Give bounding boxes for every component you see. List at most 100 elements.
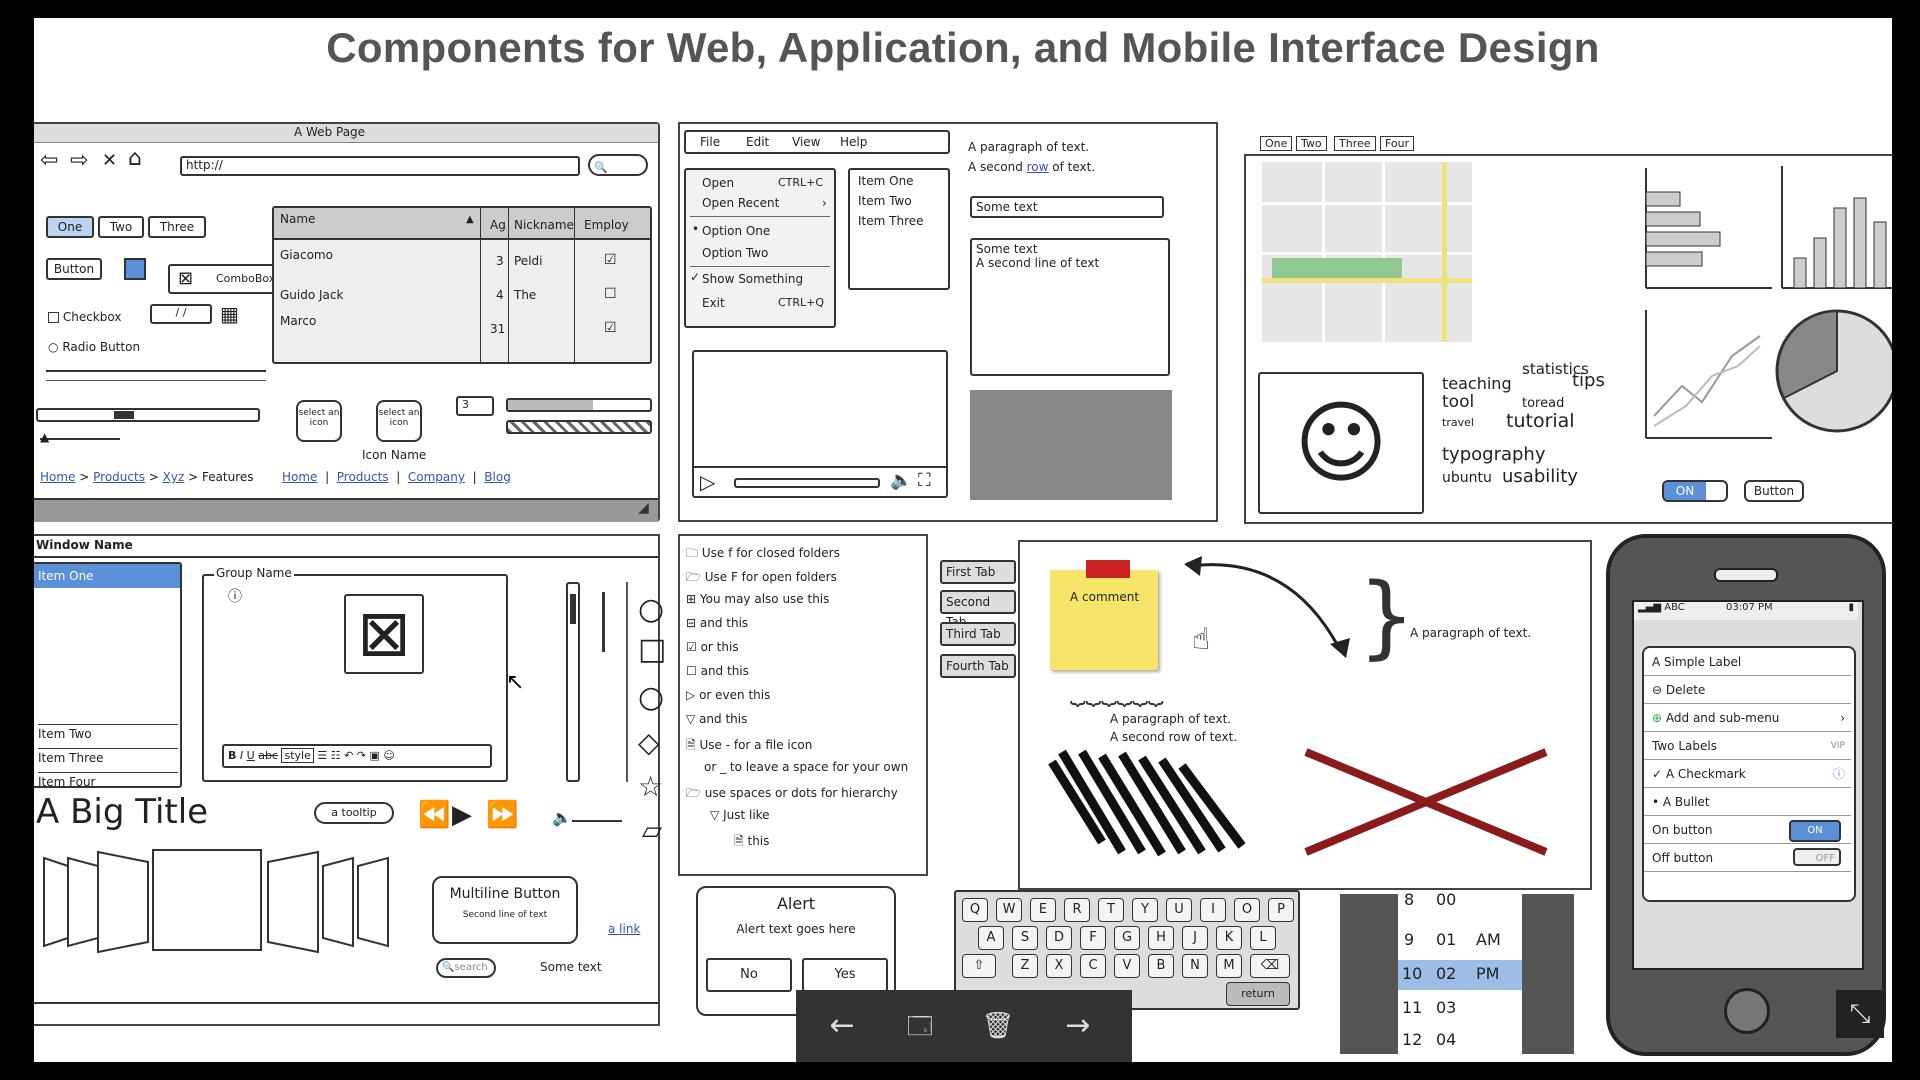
ios-row[interactable]: ⊕ Add and sub-menu›	[1644, 704, 1851, 732]
vertical-tab[interactable]: Second Tab	[940, 590, 1016, 629]
charts-tab[interactable]: Four	[1380, 136, 1415, 151]
shift-icon[interactable]: ⇧	[962, 954, 996, 978]
breadcrumb-products[interactable]: Products	[93, 470, 145, 484]
slider-thumb-icon[interactable]: ▲	[40, 430, 50, 444]
browser-search-input[interactable]: 🔍	[588, 154, 648, 176]
menu-item-show-something[interactable]: Show Something	[702, 272, 804, 286]
tree-item[interactable]: 🗎 this	[734, 834, 770, 848]
underline-button[interactable]: U	[246, 749, 255, 762]
picker-minute[interactable]: 00	[1436, 890, 1457, 909]
picker-hour[interactable]: 11	[1402, 998, 1423, 1017]
return-key[interactable]: return	[1226, 982, 1290, 1006]
text-input[interactable]: Some text	[970, 196, 1164, 218]
picker-minute[interactable]: 04	[1436, 1030, 1457, 1049]
tree-item[interactable]: 🗁 use spaces or dots for hierarchy	[686, 786, 898, 800]
table-row[interactable]: Marco	[280, 314, 317, 328]
select-icon-button[interactable]: select an icon	[296, 400, 342, 442]
menu-help[interactable]: Help	[840, 135, 868, 149]
col-employee[interactable]: Employ	[584, 218, 629, 232]
play-icon[interactable]: ▶	[452, 800, 472, 830]
key[interactable]: U	[1166, 898, 1192, 922]
tab-two[interactable]: Two	[98, 216, 144, 238]
tree-item[interactable]: 🗀 Use f for closed folders	[686, 546, 840, 560]
on-switch[interactable]: ON	[1789, 820, 1841, 842]
checkbox-row[interactable]: Checkbox	[48, 310, 121, 324]
tag[interactable]: teaching	[1442, 374, 1512, 393]
exit-fullscreen-icon[interactable]: ⤡	[1836, 990, 1884, 1038]
stop-icon[interactable]: ✕	[102, 150, 118, 171]
menu-item-option-two[interactable]: Option Two	[702, 246, 769, 260]
key[interactable]: H	[1148, 926, 1174, 950]
vertical-tab[interactable]: Third Tab	[940, 622, 1016, 646]
key[interactable]: W	[996, 898, 1022, 922]
key[interactable]: B	[1148, 954, 1174, 978]
horizontal-scrollbar[interactable]	[36, 408, 260, 422]
ios-row[interactable]: A Simple Label	[1644, 648, 1851, 676]
tree-item[interactable]: ⊟ and this	[686, 616, 749, 630]
select-icon-button[interactable]: select an icon	[376, 400, 422, 442]
fullscreen-icon[interactable]: ⛶	[918, 470, 931, 491]
tag[interactable]: ubuntu	[1442, 470, 1492, 486]
tag[interactable]: tool	[1442, 392, 1475, 412]
picker-minute[interactable]: 01	[1436, 930, 1457, 949]
tag[interactable]: statistics	[1522, 360, 1589, 378]
resize-grip-icon[interactable]: ◢	[638, 500, 649, 516]
tree-item[interactable]: 🗁 Use F for open folders	[686, 570, 837, 584]
key[interactable]: I	[1200, 898, 1226, 922]
list-item[interactable]: Item Three	[38, 748, 178, 765]
picker-minute[interactable]: 03	[1436, 998, 1457, 1017]
picker-hour[interactable]: 12	[1402, 1030, 1423, 1049]
vertical-scrollbar[interactable]	[566, 582, 580, 782]
key[interactable]: E	[1030, 898, 1056, 922]
key[interactable]: L	[1250, 926, 1276, 950]
link-blog[interactable]: Blog	[484, 470, 511, 484]
italic-button[interactable]: I	[239, 749, 244, 762]
key[interactable]: P	[1268, 898, 1294, 922]
volume-icon[interactable]: 🔈	[890, 470, 913, 491]
vertical-tab[interactable]: First Tab	[940, 560, 1016, 584]
menu-item-option-one[interactable]: Option One	[702, 224, 771, 238]
charts-tab[interactable]: Three	[1334, 136, 1376, 151]
tree-item[interactable]: ☑ or this	[686, 640, 739, 654]
radio-row[interactable]: ○ Radio Button	[48, 340, 140, 354]
strike-button[interactable]: abc	[258, 749, 278, 762]
home-button[interactable]	[1724, 988, 1770, 1034]
tab-three[interactable]: Three	[148, 216, 206, 238]
list-item[interactable]: Item Four	[38, 772, 178, 789]
list-item[interactable]: Item Three	[858, 214, 924, 228]
picker-minute[interactable]: 02	[1436, 964, 1457, 983]
key[interactable]: T	[1098, 898, 1124, 922]
menu-item-open-recent[interactable]: Open Recent	[702, 196, 780, 210]
checked-checkbox-icon[interactable]: ☑	[604, 320, 617, 336]
tag[interactable]: tips	[1572, 370, 1605, 391]
menu-item-exit[interactable]: Exit	[702, 296, 725, 310]
delete-icon[interactable]: ⊖	[1652, 683, 1663, 697]
link[interactable]: a link	[608, 922, 641, 936]
menu-view[interactable]: View	[792, 135, 821, 149]
toggle-switch[interactable]: ON	[1662, 480, 1728, 502]
slider-track[interactable]	[40, 438, 120, 440]
charts-tab[interactable]: Two	[1296, 136, 1327, 151]
key[interactable]: Q	[962, 898, 988, 922]
button[interactable]: Button	[46, 258, 102, 280]
tree-item[interactable]: ▷ or even this	[686, 688, 771, 702]
key[interactable]: J	[1182, 926, 1208, 950]
key[interactable]: V	[1114, 954, 1140, 978]
ios-row[interactable]: ⊖ Delete	[1644, 676, 1851, 704]
search-input[interactable]: 🔍search	[436, 958, 496, 978]
ios-row[interactable]: • A Bullet	[1644, 788, 1851, 816]
volume-slider[interactable]	[572, 820, 622, 822]
tree-item[interactable]: or _ to leave a space for your own	[704, 760, 909, 774]
checked-checkbox-icon[interactable]: ☑	[604, 252, 617, 268]
col-nickname[interactable]: Nickname	[514, 218, 574, 232]
alert-no-button[interactable]: No	[706, 958, 792, 992]
inline-link[interactable]: row	[1026, 160, 1049, 174]
key[interactable]: C	[1080, 954, 1106, 978]
forward-icon[interactable]: ⇨	[70, 148, 89, 173]
key[interactable]: A	[978, 926, 1004, 950]
vertical-slider[interactable]	[602, 592, 605, 652]
breadcrumb-xyz[interactable]: Xyz	[162, 470, 185, 484]
menu-file[interactable]: File	[700, 135, 721, 149]
